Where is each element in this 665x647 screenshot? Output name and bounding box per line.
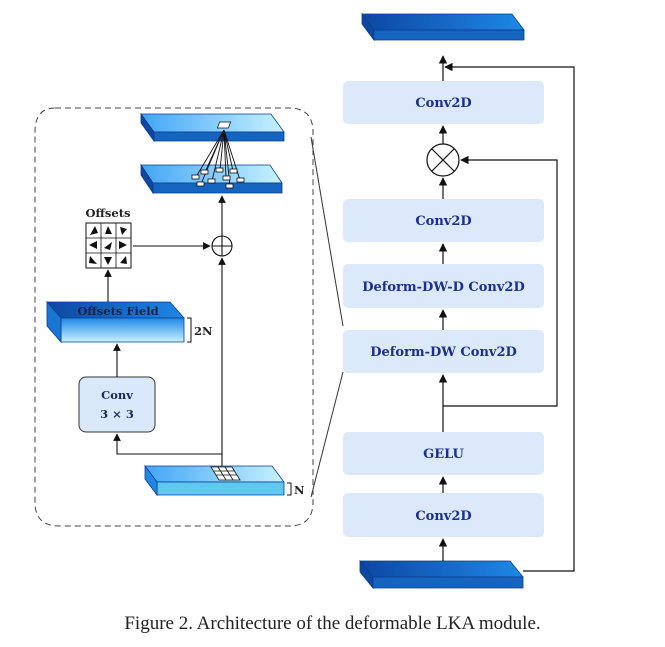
input-feature-plane <box>144 464 285 497</box>
channel-bracket-n: N <box>287 482 305 497</box>
input-kernel-window <box>210 466 241 481</box>
output-feature-plane <box>140 112 285 143</box>
channel-bracket-2n: 2N <box>187 317 213 343</box>
svg-text:N: N <box>294 483 305 497</box>
offsets-label: Offsets <box>85 206 130 220</box>
conv2d-mid-block: Conv2D <box>343 199 544 242</box>
svg-text:2N: 2N <box>194 324 213 338</box>
deformable-conv-inset <box>34 107 314 527</box>
conv2d-bottom-block: Conv2D <box>343 493 544 537</box>
zoom-connector-lines <box>310 136 344 498</box>
svg-text:Deform-DW Conv2D: Deform-DW Conv2D <box>370 345 517 360</box>
svg-text:Offsets Field: Offsets Field <box>77 304 158 318</box>
deform-dw-conv2d-block: Deform-DW Conv2D <box>343 330 544 373</box>
conv3x3-block: Conv 3 × 3 <box>78 376 156 433</box>
offsets-grid <box>85 222 132 269</box>
sampled-feature-plane <box>140 163 283 195</box>
svg-text:Conv2D: Conv2D <box>415 509 471 524</box>
skip-connection-inner <box>443 155 558 407</box>
figure-caption: Figure 2. Architecture of the deformable… <box>124 613 541 634</box>
svg-text:Conv: Conv <box>101 388 133 402</box>
svg-text:3 × 3: 3 × 3 <box>100 407 134 421</box>
deform-dw-d-conv2d-block: Deform-DW-D Conv2D <box>343 264 544 308</box>
skip-connection-outer <box>444 62 575 572</box>
inset-flow-arrows <box>104 195 226 466</box>
offsets-field-tensor: Offsets Field <box>46 300 185 344</box>
svg-text:GELU: GELU <box>423 447 464 462</box>
input-tensor <box>359 559 524 590</box>
output-tensor <box>361 12 525 42</box>
gelu-block: GELU <box>343 432 544 475</box>
svg-text:Conv2D: Conv2D <box>415 96 471 111</box>
sampled-points <box>191 167 245 189</box>
conv2d-top-block: Conv2D <box>343 81 544 124</box>
svg-text:Deform-DW-D Conv2D: Deform-DW-D Conv2D <box>362 280 525 295</box>
add-operator <box>211 235 233 257</box>
multiply-operator <box>426 143 460 177</box>
svg-text:Conv2D: Conv2D <box>415 214 471 229</box>
